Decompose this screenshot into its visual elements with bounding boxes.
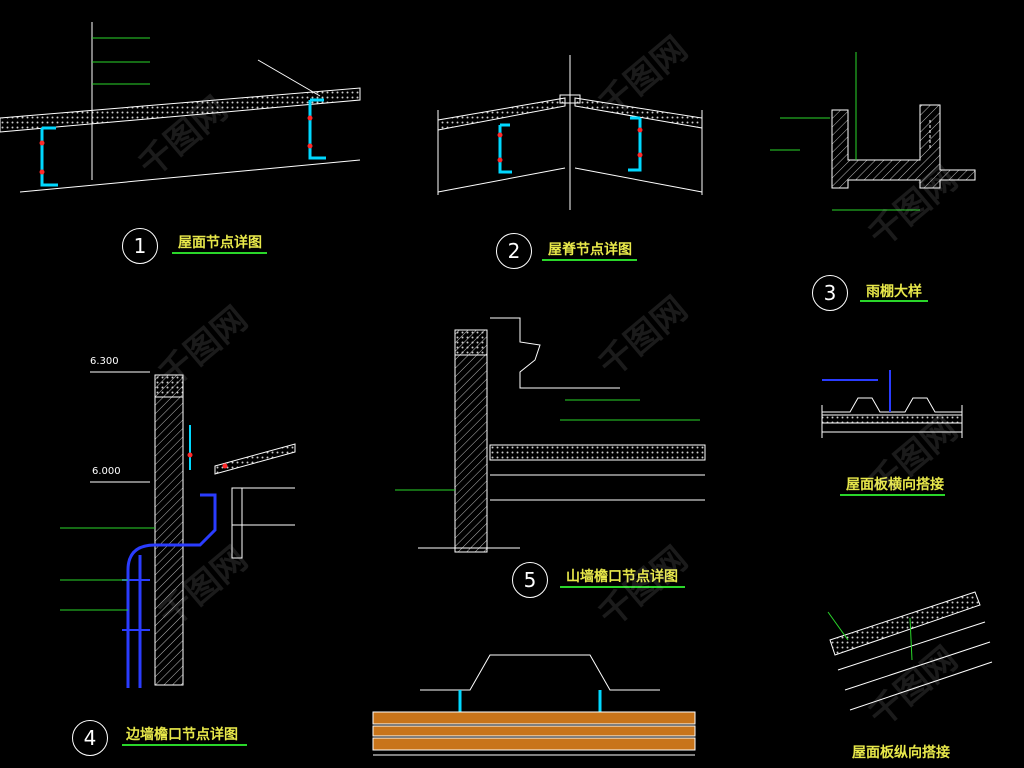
detail-2-title: 屋脊节点详图 bbox=[548, 242, 632, 258]
detail-2-underline bbox=[542, 259, 637, 261]
lap-longitudinal-title: 屋面板纵向搭接 bbox=[852, 745, 950, 761]
elevation-mark-lower: 6.000 bbox=[92, 466, 121, 477]
lap-transverse-title: 屋面板横向搭接 bbox=[846, 477, 944, 493]
detail-5-underline bbox=[560, 586, 685, 588]
detail-1-number: 1 bbox=[122, 228, 158, 264]
lap-longitudinal-drawing bbox=[827, 591, 993, 711]
detail-5-title: 山墙檐口节点详图 bbox=[566, 569, 678, 585]
elevation-mark-top: 6.300 bbox=[90, 356, 119, 367]
detail-4-underline bbox=[122, 744, 247, 746]
lap-transverse-drawing bbox=[821, 370, 963, 438]
detail-4-number: 4 bbox=[72, 720, 108, 756]
detail-6-drawing bbox=[372, 654, 696, 756]
lap-transverse-underline bbox=[840, 494, 945, 496]
detail-5-drawing bbox=[395, 317, 706, 553]
detail-3-underline bbox=[860, 300, 928, 302]
detail-2-drawing bbox=[437, 55, 703, 210]
detail-1-underline bbox=[172, 252, 267, 254]
detail-3-drawing bbox=[770, 52, 976, 211]
detail-1-title: 屋面节点详图 bbox=[178, 235, 262, 251]
detail-2-number: 2 bbox=[496, 233, 532, 269]
detail-1-drawing bbox=[0, 22, 361, 193]
detail-3-number: 3 bbox=[812, 275, 848, 311]
detail-4-drawing bbox=[60, 371, 296, 688]
detail-5-number: 5 bbox=[512, 562, 548, 598]
detail-4-title: 边墙檐口节点详图 bbox=[126, 727, 238, 743]
detail-3-title: 雨棚大样 bbox=[866, 284, 922, 300]
